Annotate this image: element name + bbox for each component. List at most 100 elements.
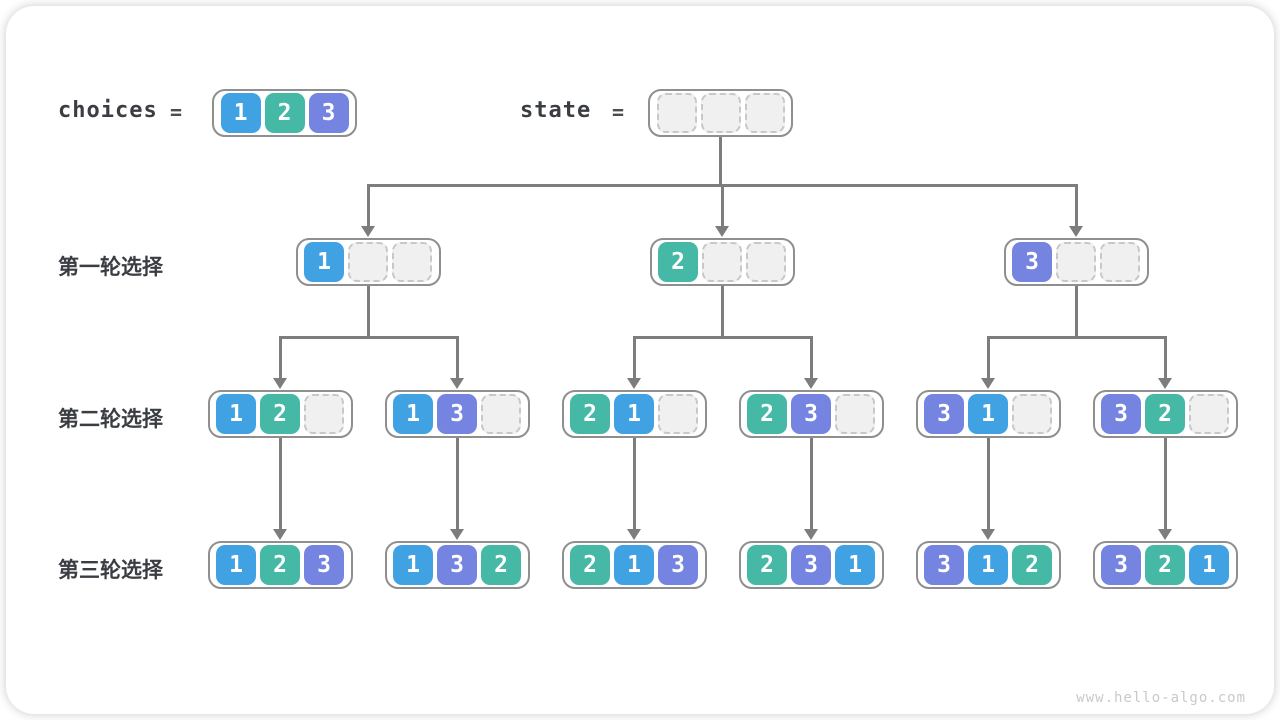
arrow-down-icon [450, 378, 464, 389]
choice-cell-3: 3 [791, 545, 831, 585]
arrow-down-icon [981, 378, 995, 389]
empty-cell [744, 93, 785, 133]
connector-line [986, 337, 990, 381]
connector-line [809, 438, 813, 532]
connector-line [720, 286, 724, 337]
choice-cell-1: 1 [216, 394, 256, 434]
arrow-down-icon [627, 529, 641, 540]
empty-cell [1100, 242, 1140, 282]
round-2-label: 第二轮选择 [58, 408, 163, 431]
choice-cell-2: 2 [747, 545, 787, 585]
round-3-label: 第三轮选择 [58, 559, 163, 582]
connector-line [632, 335, 813, 339]
connector-line [986, 438, 990, 532]
choice-cell-2: 2 [570, 394, 610, 434]
choice-cell-2: 2 [481, 545, 521, 585]
choice-cell-3: 3 [1101, 394, 1141, 434]
choice-cell-1: 1 [393, 394, 433, 434]
choice-cell-3: 3 [924, 394, 964, 434]
connector-line [719, 137, 722, 185]
choice-cell-3: 3 [658, 545, 698, 585]
empty-cell [1056, 242, 1096, 282]
arrow-down-icon [273, 529, 287, 540]
round-1-label: 第一轮选择 [58, 256, 163, 279]
connector-line [278, 337, 282, 381]
connector-line [1163, 337, 1167, 381]
empty-cell [304, 394, 344, 434]
connector-line [720, 185, 724, 229]
choice-cell-2: 2 [747, 394, 787, 434]
empty-cell [835, 394, 875, 434]
connector-line [366, 185, 370, 229]
choice-cell-2: 2 [1145, 545, 1185, 585]
empty-cell [1012, 394, 1052, 434]
empty-cell [1189, 394, 1229, 434]
arrow-down-icon [1069, 226, 1083, 237]
choice-cell-2: 2 [1012, 545, 1052, 585]
choice-cell-1: 1 [304, 242, 344, 282]
choices-label: choices [58, 98, 158, 123]
choice-cell-3: 3 [791, 394, 831, 434]
choice-cell-2: 2 [1145, 394, 1185, 434]
watermark: www.hello-algo.com [1076, 690, 1246, 706]
empty-cell [656, 93, 697, 133]
choice-cell-1: 1 [1189, 545, 1229, 585]
connector-line [455, 337, 459, 381]
empty-cell [658, 394, 698, 434]
arrow-down-icon [1158, 378, 1172, 389]
connector-line [1074, 185, 1078, 229]
choice-cell-3: 3 [1012, 242, 1052, 282]
choice-cell-1: 1 [835, 545, 875, 585]
choice-cell-1: 1 [968, 394, 1008, 434]
choice-cell-3: 3 [437, 394, 477, 434]
state-node-round1-3: 3 [1003, 238, 1149, 286]
choice-cell-3: 3 [304, 545, 344, 585]
connector-line [632, 337, 636, 381]
connector-line [1163, 438, 1167, 532]
state-equals-sign: = [612, 100, 625, 124]
empty-cell [700, 93, 741, 133]
choice-cell-3: 3 [437, 545, 477, 585]
choices-equals-sign: = [170, 100, 183, 124]
arrow-down-icon [981, 529, 995, 540]
arrow-down-icon [361, 226, 375, 237]
empty-cell [481, 394, 521, 434]
choice-cell-1: 1 [614, 394, 654, 434]
empty-cell [392, 242, 432, 282]
card-frame [6, 6, 1274, 714]
connector-line [986, 335, 1167, 339]
state-node-round1-2: 2 [649, 238, 795, 286]
arrow-down-icon [273, 378, 287, 389]
choice-cell-1: 1 [393, 545, 433, 585]
choice-cell-1: 1 [220, 93, 261, 133]
choice-cell-1: 1 [968, 545, 1008, 585]
choice-cell-2: 2 [260, 394, 300, 434]
state-node-round1-1: 1 [295, 238, 441, 286]
connector-line [809, 337, 813, 381]
choice-cell-2: 2 [264, 93, 305, 133]
arrow-down-icon [1158, 529, 1172, 540]
connector-line [278, 438, 282, 532]
choice-cell-3: 3 [924, 545, 964, 585]
choice-cell-3: 3 [308, 93, 349, 133]
connector-line [1074, 286, 1078, 337]
choice-cell-2: 2 [570, 545, 610, 585]
arrow-down-icon [627, 378, 641, 389]
choice-cell-2: 2 [260, 545, 300, 585]
arrow-down-icon [804, 378, 818, 389]
connector-line [455, 438, 459, 532]
empty-cell [702, 242, 742, 282]
empty-cell [348, 242, 388, 282]
